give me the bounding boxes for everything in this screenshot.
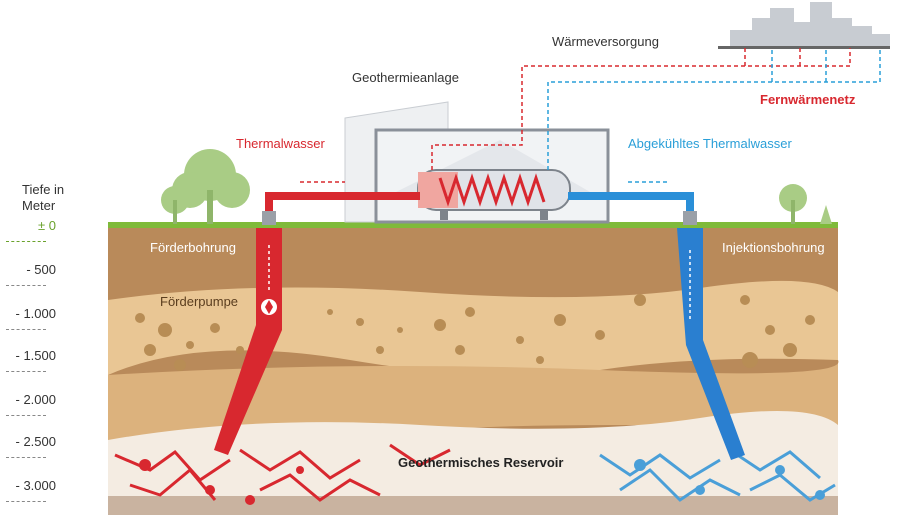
depth-tick-1000: - 1.000 [0, 306, 100, 336]
exchanger-foot-left [440, 210, 448, 220]
production-well-label: Förderbohrung [150, 240, 236, 255]
thermal-water-label: Thermalwasser [236, 136, 325, 151]
skyline-ground [718, 46, 890, 49]
reservoir-layer [108, 410, 838, 500]
reservoir-label: Geothermisches Reservoir [398, 455, 564, 470]
exchanger-coil [438, 173, 546, 207]
tree-right-icon [779, 184, 832, 224]
cold-flow-lines [547, 48, 881, 183]
grass-line [108, 222, 838, 228]
clay-layer [108, 360, 839, 440]
plant-label: Geothermieanlage [352, 70, 459, 85]
depth-tick-3000: - 3.000 [0, 478, 100, 508]
hot-flow-lines [300, 48, 851, 183]
depth-title-line1: Tiefe in [22, 182, 65, 197]
district-heating-label: Fernwärmenetz [760, 92, 856, 107]
sand-layer [108, 280, 838, 376]
heat-supply-label: Wärmeversorgung [552, 34, 659, 49]
production-well[interactable] [214, 228, 282, 455]
depth-tick-0: ± 0 [0, 218, 100, 248]
cooled-water-label: Abgekühltes Thermalwasser [628, 136, 792, 151]
gravel-dots [135, 294, 815, 371]
pump-rotor-icon [265, 300, 273, 314]
bedrock-layer [108, 496, 838, 515]
pump-label: Förderpumpe [160, 294, 239, 309]
exchanger-foot-right [540, 210, 548, 220]
injection-wellhead [683, 211, 697, 225]
city-skyline-icon [730, 2, 890, 48]
hot-fractures [114, 443, 451, 502]
production-wellhead [262, 211, 276, 225]
depth-tick-1500: - 1.500 [0, 348, 100, 378]
depth-tick-2000: - 2.000 [0, 392, 100, 422]
depth-title-line2: Meter [22, 198, 56, 213]
tree-left-icon [161, 149, 250, 224]
cold-pores [634, 459, 825, 500]
injection-well[interactable] [677, 228, 745, 460]
depth-tick-500: - 500 [0, 262, 100, 292]
injection-well-label: Injektionsbohrung [722, 240, 825, 255]
depth-tick-2500: - 2.500 [0, 434, 100, 464]
hot-pores [139, 459, 304, 505]
